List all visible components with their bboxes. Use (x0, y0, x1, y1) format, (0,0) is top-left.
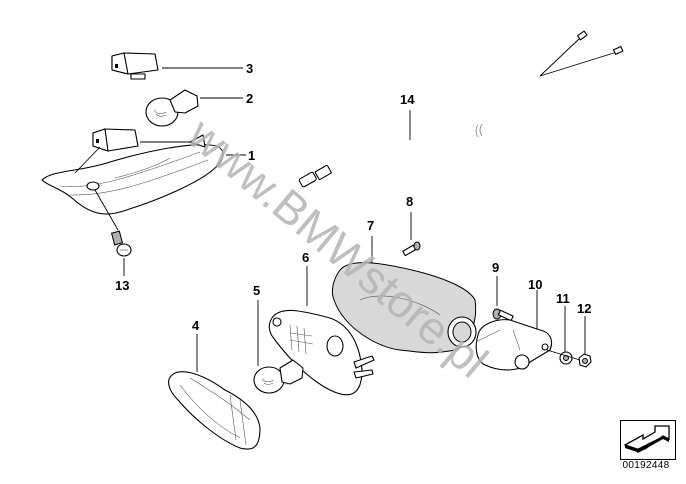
callout-2[interactable]: 2 (246, 91, 253, 106)
callout-11[interactable]: 11 (556, 291, 570, 306)
part-11-washer[interactable] (559, 351, 573, 365)
part-5-bulb[interactable] (253, 359, 304, 394)
callout-8[interactable]: 8 (406, 194, 413, 209)
callout-1[interactable]: 1 (248, 148, 255, 163)
nav-arrow-button[interactable] (620, 420, 676, 460)
callout-14[interactable]: 14 (400, 92, 415, 107)
callout-5[interactable]: 5 (253, 283, 260, 298)
part-8-screw[interactable] (402, 241, 421, 257)
callout-7[interactable]: 7 (367, 218, 374, 233)
part-7-housing[interactable] (331, 262, 477, 354)
callout-3[interactable]: 3 (246, 61, 253, 76)
callout-12[interactable]: 12 (577, 301, 591, 316)
part-14-wiring-harness[interactable] (298, 30, 624, 188)
part-13-screw[interactable] (110, 230, 132, 257)
callout-13[interactable]: 13 (115, 278, 129, 293)
part-code: 00192448 (622, 460, 670, 471)
callout-4[interactable]: 4 (192, 318, 200, 333)
part-12-nut[interactable] (578, 353, 592, 368)
callout-6[interactable]: 6 (302, 250, 309, 265)
callout-9[interactable]: 9 (492, 260, 499, 275)
assembly-axis (546, 349, 581, 361)
part-2-bulb[interactable] (145, 89, 199, 127)
part-10-bracket[interactable] (475, 319, 553, 371)
part-9-screw[interactable] (492, 308, 514, 322)
arrow-next-icon (623, 425, 670, 453)
callout-10[interactable]: 10 (528, 277, 542, 292)
part-3-bulb-socket[interactable] (111, 52, 159, 80)
screw-13-axis (94, 189, 119, 231)
part-1-turn-indicator-front[interactable] (41, 128, 224, 215)
part-4-lens[interactable] (168, 371, 261, 450)
part-6-reflector[interactable] (268, 309, 375, 396)
